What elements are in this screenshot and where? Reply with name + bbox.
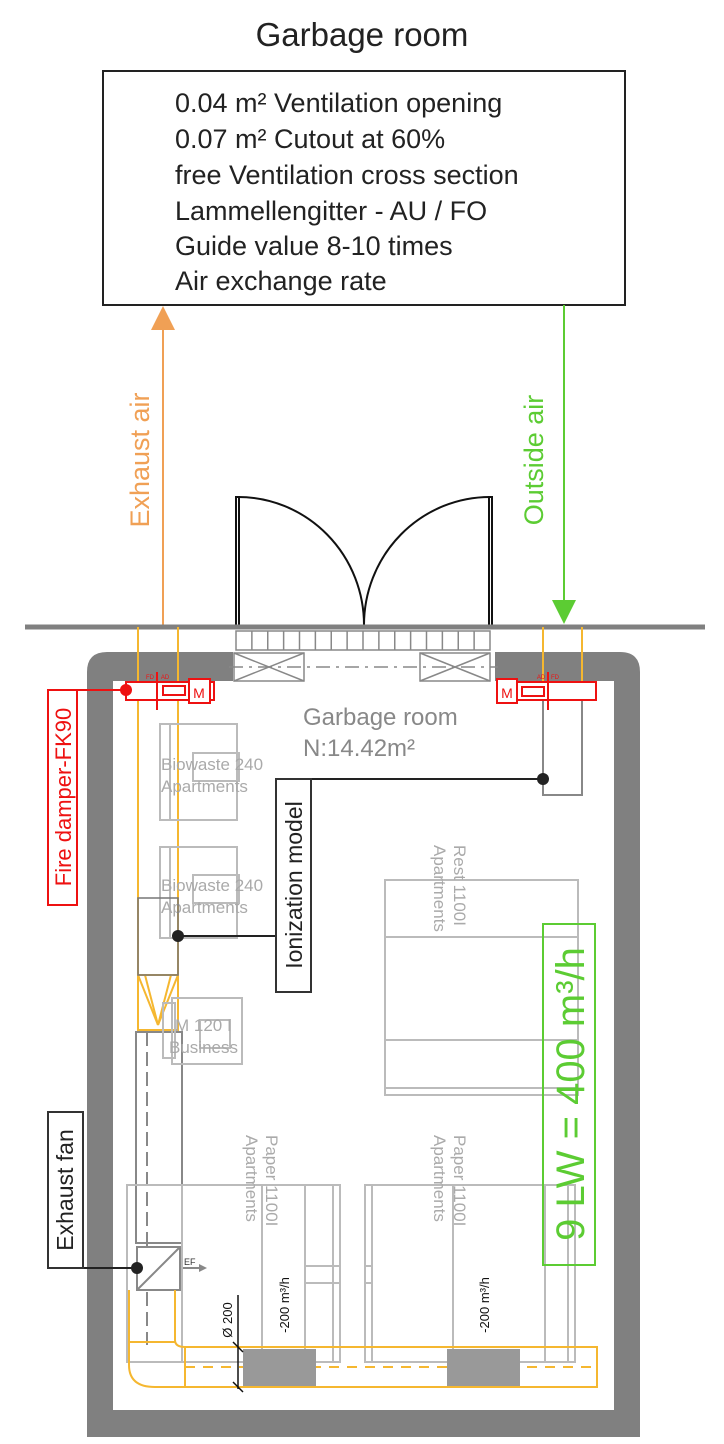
ef-label: EF: [184, 1257, 196, 1267]
double-door: [235, 496, 493, 628]
arrow-up-icon: [151, 306, 175, 330]
container-label: Apartments: [430, 1135, 449, 1222]
fd-label: FD: [146, 675, 155, 681]
fire-damper-left: M FD AD: [48, 672, 215, 710]
exhaust-fan-unit: EF: [135, 1031, 207, 1345]
supply-duct: [542, 699, 583, 796]
container-label: Business: [169, 1038, 238, 1057]
exhaust-grille: [243, 1349, 316, 1386]
info-line: Lammellengitter - AU / FO: [175, 196, 487, 226]
container-label: Apartments: [430, 845, 449, 932]
container-label: M 120 I: [175, 1016, 232, 1035]
fd-label: FD: [551, 675, 560, 681]
info-line: Guide value 8-10 times: [175, 231, 453, 261]
container-label: Rest 1100I: [450, 845, 469, 926]
info-line: Air exchange rate: [175, 266, 387, 296]
info-line: 0.07 m² Cutout at 60%: [175, 124, 445, 154]
info-line: 0.04 m² Ventilation opening: [175, 88, 502, 118]
info-box: 0.04 m² Ventilation opening 0.07 m² Cuto…: [102, 70, 626, 306]
ad-label: AD: [161, 675, 170, 681]
room-name: Garbage room: [303, 704, 458, 731]
fire-damper-callout: Fire damper-FK90: [47, 689, 78, 906]
diameter-dimension: Ø 200: [220, 1295, 244, 1393]
wall-opening: [229, 652, 498, 682]
exhaust-fan-callout: Exhaust fan: [47, 1111, 143, 1274]
airflow-total-callout: 9 LW = 400 m³/h: [542, 923, 596, 1266]
exhaust-grille: [447, 1349, 520, 1386]
fire-damper-label: Fire damper-FK90: [51, 708, 76, 887]
bottom-duct: [128, 1290, 598, 1388]
exhaust-air-arrow: Exhaust air: [125, 306, 175, 627]
container-label: Apartments: [161, 898, 248, 917]
room-area: N:14.42m²: [303, 735, 415, 762]
container-label: Paper 1100I: [450, 1135, 469, 1226]
arrow-down-icon: [552, 600, 576, 624]
outside-air-arrow: Outside air: [519, 305, 576, 624]
flow-label: -200 m³/h: [277, 1277, 292, 1333]
exhaust-air-label: Exhaust air: [125, 392, 155, 527]
diameter-label: Ø 200: [220, 1302, 235, 1337]
flow-label: -200 m³/h: [477, 1277, 492, 1333]
diagram-title: Garbage room: [256, 16, 469, 53]
motor-label: M: [501, 685, 513, 701]
ionization-callout: Ionization model: [172, 773, 549, 993]
container-labels: Biowaste 240 Apartments Biowaste 240 Apa…: [161, 755, 469, 1226]
motor-label: M: [193, 685, 205, 701]
fire-damper-right: M AD FD: [496, 672, 597, 710]
outside-air-label: Outside air: [519, 395, 549, 526]
container-label: Biowaste 240: [161, 876, 263, 895]
container-label: Apartments: [161, 777, 248, 796]
container-label: Biowaste 240: [161, 755, 263, 774]
airflow-total-label: 9 LW = 400 m³/h: [549, 947, 593, 1241]
exhaust-fan-label: Exhaust fan: [52, 1129, 78, 1250]
container-label: Paper 1100I: [262, 1135, 281, 1226]
ad-label: AD: [537, 675, 546, 681]
ionization-label: Ionization model: [281, 801, 307, 969]
info-line: free Ventilation cross section: [175, 160, 519, 190]
container-label: Apartments: [242, 1135, 261, 1222]
louver-grille: [235, 630, 491, 651]
